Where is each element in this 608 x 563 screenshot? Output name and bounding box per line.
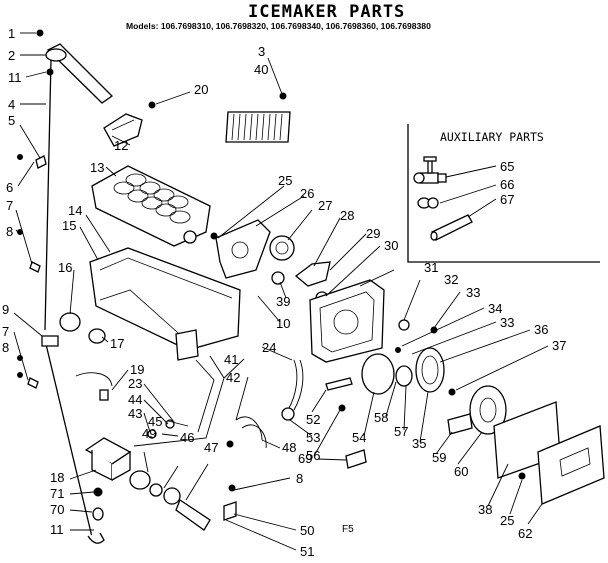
- callout-49: 49: [142, 426, 156, 441]
- callout-17: 17: [110, 336, 124, 351]
- callout-59: 59: [432, 450, 446, 465]
- wiring-harness: [226, 359, 353, 449]
- callout-10: 10: [276, 316, 290, 331]
- auxiliary-parts-box: AUXILIARY PARTS: [407, 124, 600, 263]
- callout-42: 42: [226, 370, 240, 385]
- mounting-plate-frame: [309, 279, 438, 363]
- callout-23: 23: [128, 376, 142, 391]
- callout-65: 65: [500, 159, 514, 174]
- timing-cam-and-motor: [361, 347, 507, 435]
- leader-lines: [13, 32, 549, 551]
- callout-66: 66: [500, 177, 514, 192]
- callout-39: 39: [276, 294, 290, 309]
- callout-45: 45: [148, 414, 162, 429]
- callout-30: 30: [384, 238, 398, 253]
- callout-2: 2: [8, 48, 15, 63]
- callout-57: 57: [394, 424, 408, 439]
- callout-41: 41: [224, 352, 238, 367]
- callout-38: 38: [478, 502, 492, 517]
- ice-mold-tray: [91, 165, 211, 247]
- models-list: Models: 106.7698310, 106.7698320, 106.76…: [126, 21, 431, 31]
- callout-60: 60: [454, 464, 468, 479]
- callout-40: 40: [254, 62, 268, 77]
- fill-tube-assembly: [129, 419, 367, 531]
- callout-1: 1: [8, 26, 15, 41]
- callout-51: 51: [300, 544, 314, 559]
- callout-7b: 7: [2, 324, 9, 339]
- callout-3: 3: [258, 44, 265, 59]
- callout-53: 53: [306, 430, 320, 445]
- callout-4: 4: [8, 97, 15, 112]
- mold-cover-grille: [225, 92, 291, 143]
- callout-11: 11: [8, 70, 22, 85]
- callout-9: 9: [2, 302, 9, 317]
- callout-54: 54: [352, 430, 366, 445]
- callout-26: 26: [300, 186, 314, 201]
- callout-6: 6: [6, 180, 13, 195]
- callout-12: 12: [114, 138, 128, 153]
- callout-19: 19: [130, 362, 144, 377]
- callout-34: 34: [488, 301, 502, 316]
- diagram-title: ICEMAKER PARTS: [248, 2, 405, 22]
- aux-valve-part: [413, 156, 447, 184]
- callout-18: 18: [50, 470, 64, 485]
- callout-15: 15: [62, 218, 76, 233]
- figure-label: F5: [342, 524, 354, 535]
- callout-numbers: 1 2 11 4 5 6 7 8 9 7 8 12 13 14 15 16 17…: [2, 26, 566, 559]
- callout-35: 35: [412, 436, 426, 451]
- callout-52: 52: [306, 412, 320, 427]
- callout-33b: 33: [500, 315, 514, 330]
- callout-44: 44: [128, 392, 142, 407]
- callout-33: 33: [466, 285, 480, 300]
- callout-8: 8: [6, 224, 13, 239]
- callout-70: 70: [50, 502, 64, 517]
- callout-48: 48: [282, 440, 296, 455]
- callout-27: 27: [318, 198, 332, 213]
- gear-plate-assembly: [210, 219, 331, 305]
- auxiliary-parts-title: AUXILIARY PARTS: [440, 130, 544, 144]
- callout-25: 25: [278, 173, 292, 188]
- bearing-bracket-part: [103, 101, 156, 147]
- callout-11b: 11: [50, 522, 64, 537]
- callout-71: 71: [50, 486, 64, 501]
- aux-nuts-part: [417, 197, 439, 209]
- callout-5: 5: [8, 113, 15, 128]
- callout-32: 32: [444, 272, 458, 287]
- callout-37: 37: [552, 338, 566, 353]
- callout-25b: 25: [500, 513, 514, 528]
- callout-13: 13: [90, 160, 104, 175]
- callout-28: 28: [340, 208, 354, 223]
- callout-43: 43: [128, 406, 142, 421]
- aux-tube-part: [430, 214, 473, 241]
- thermostat-part: [59, 312, 106, 344]
- callout-7: 7: [6, 198, 13, 213]
- callout-16: 16: [58, 260, 72, 275]
- callout-47: 47: [204, 440, 218, 455]
- ejector-shaft-rod: [17, 29, 114, 544]
- callout-69: 69: [298, 451, 312, 466]
- callout-58: 58: [374, 410, 388, 425]
- callout-62: 62: [518, 526, 532, 541]
- callout-31: 31: [424, 260, 438, 275]
- callout-8c: 8: [296, 471, 303, 486]
- control-cover-and-switch: [493, 401, 605, 505]
- callout-67: 67: [500, 192, 514, 207]
- callout-24: 24: [262, 340, 276, 355]
- callout-20: 20: [194, 82, 208, 97]
- callout-8b: 8: [2, 340, 9, 355]
- callout-36: 36: [534, 322, 548, 337]
- icemaker-housing: [89, 247, 241, 361]
- callout-46: 46: [180, 430, 194, 445]
- callout-56: 56: [306, 448, 320, 463]
- callout-29: 29: [366, 226, 380, 241]
- callout-50: 50: [300, 523, 314, 538]
- callout-14: 14: [68, 203, 82, 218]
